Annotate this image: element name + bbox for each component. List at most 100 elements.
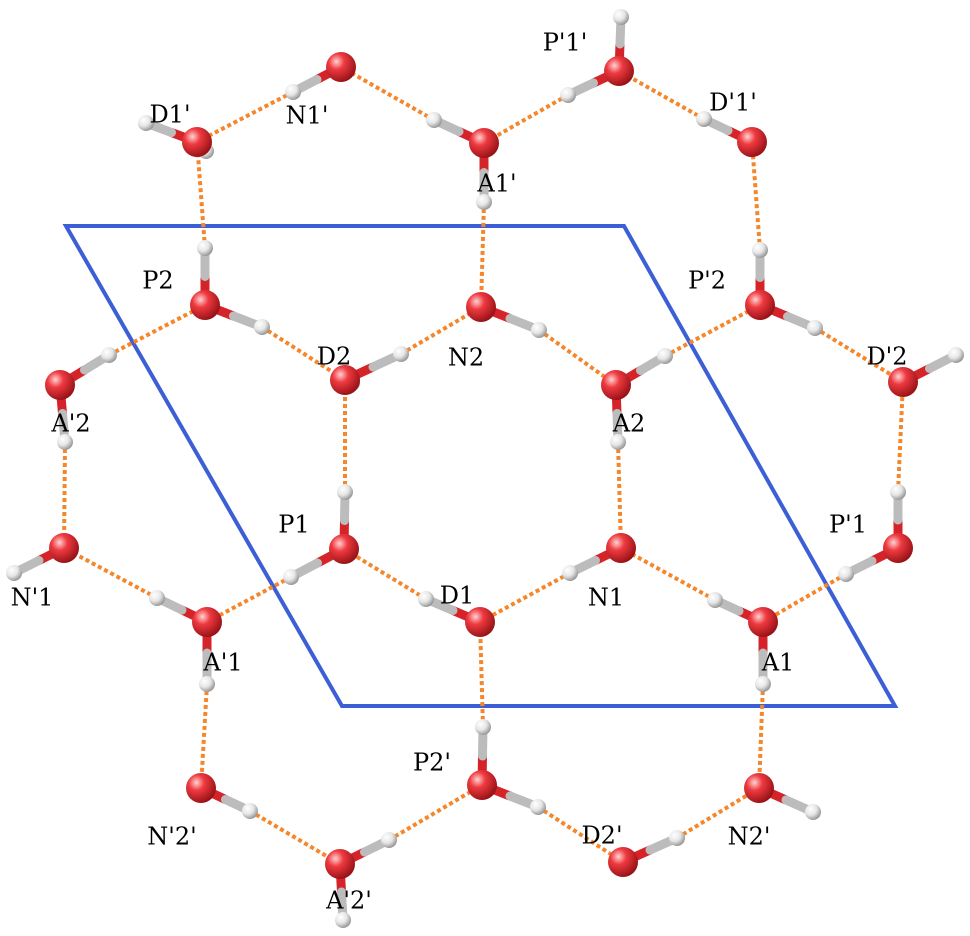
oxygen-atom — [465, 607, 495, 637]
water-molecule-a2 — [601, 348, 673, 450]
hydrogen-atom — [6, 565, 22, 581]
water-molecule-np2p — [186, 773, 258, 819]
oxygen-atom — [469, 128, 499, 158]
hydrogen-atom — [197, 240, 213, 256]
oxygen-atom — [737, 127, 767, 157]
water-molecule-a1p — [426, 112, 499, 210]
molecule-label-n2p: N2' — [728, 823, 771, 851]
molecule-label-d1: D1 — [440, 582, 475, 610]
water-molecule-dp1p — [696, 111, 767, 157]
molecule-label-np1: N'1 — [11, 584, 54, 612]
molecule-label-pp1p: P'1' — [543, 29, 588, 57]
hydrogen-atom — [138, 115, 154, 131]
water-molecule-ap2p — [325, 832, 397, 928]
water-molecule-pp1 — [838, 484, 913, 582]
unit-cell-layer — [62, 224, 899, 708]
hydrogen-bond-p2-d2 — [260, 325, 347, 382]
hydrogen-atom — [199, 676, 215, 692]
molecule-label-p2: P2 — [142, 267, 173, 295]
oxygen-atom — [186, 773, 216, 803]
molecule-label-n1: N1 — [588, 584, 624, 612]
water-molecule-d2 — [330, 346, 409, 395]
hydrogen-atom — [285, 84, 301, 100]
hydrogen-atom — [418, 591, 434, 607]
molecule-label-p1: P1 — [278, 511, 309, 539]
hydrogen-atom — [149, 590, 165, 606]
hydrogen-bond-p1-d1 — [342, 547, 428, 601]
hydrogen-atom — [807, 320, 823, 336]
hydrogen-bond-d1p-n1p — [196, 90, 294, 144]
oxygen-atom — [748, 607, 778, 637]
water-molecule-d1p — [138, 115, 214, 159]
hydrogen-atom — [610, 434, 626, 450]
hydrogen-atom — [283, 569, 299, 585]
molecule-label-pp2: P'2 — [688, 267, 726, 295]
water-molecule-a1 — [707, 592, 778, 692]
water-molecule-n1 — [562, 533, 636, 581]
water-molecule-pp2 — [745, 242, 823, 336]
hydrogen-atom — [381, 832, 397, 848]
hydrogen-atom — [101, 347, 117, 363]
molecule-label-d2p: D2' — [581, 822, 622, 850]
hydrogen-atom — [426, 112, 442, 128]
oxygen-atom — [190, 290, 220, 320]
hydrogen-bond-a1p-pp1p — [483, 93, 569, 145]
hydrogen-bond-n1p-a1p — [340, 65, 435, 122]
water-molecule-dp2 — [888, 347, 964, 397]
hydrogen-atom — [560, 87, 576, 103]
oxygen-atom — [45, 370, 75, 400]
unit-cell-outline — [62, 224, 899, 708]
hydrogen-bond-d1-n1 — [479, 571, 571, 624]
molecule-label-n2: N2 — [448, 344, 484, 372]
oxygen-atom — [467, 770, 497, 800]
label-layer: D1'N1'A1'P'1'D'1'P2N2P'2A'2D2A2D'2P1N1P'… — [11, 29, 908, 915]
hydrogen-bond-a2-pp2 — [664, 303, 761, 358]
hydrogen-atom — [657, 348, 673, 364]
hydrogen-bond-ap1-p1 — [206, 575, 292, 624]
hydrogen-atom — [242, 803, 258, 819]
hydrogen-bond-d1-p2p — [478, 621, 485, 728]
oxygen-atom — [49, 533, 79, 563]
hydrogen-atom — [838, 566, 854, 582]
molecule-layer — [6, 9, 964, 928]
molecule-label-np2p: N'2' — [147, 823, 196, 851]
hydrogen-bond-a1-n2p — [757, 683, 765, 789]
hydrogen-bond-np1-ap1 — [63, 546, 158, 600]
hydrogen-bond-dp1p-pp2 — [750, 141, 762, 251]
hydrogen-atom — [755, 676, 771, 692]
hydrogen-atom — [562, 565, 578, 581]
water-molecule-n2 — [466, 292, 547, 338]
hydrogen-bond-pp1p-dp1p — [618, 69, 705, 121]
oxygen-atom — [326, 52, 356, 82]
molecule-label-d1p: D1' — [149, 101, 190, 129]
hydrogen-bond-a1p-n2 — [479, 201, 486, 308]
hydrogen-bond-pp2-dp2 — [813, 326, 905, 384]
hydrogen-atom — [57, 434, 73, 450]
water-molecule-p2p — [467, 719, 546, 815]
hydrogen-bond-p2p-d2p — [536, 805, 625, 864]
hydrogen-bond-dp2-pp1 — [896, 381, 905, 493]
hydrogen-bond-ap1-np2p — [199, 683, 209, 789]
oxygen-atom — [601, 370, 631, 400]
molecule-label-a1: A1 — [761, 649, 795, 677]
hydrogen-bond-p2-ap2 — [108, 303, 206, 357]
oxygen-atom — [329, 534, 359, 564]
hydrogen-bond-d2p-n2p — [675, 786, 761, 840]
hydrogen-bond-np2p-ap2p — [248, 809, 342, 866]
molecule-label-p2p: P2' — [413, 749, 451, 777]
hydrogen-atom — [890, 484, 906, 500]
water-molecule-pp1p — [560, 9, 634, 103]
hydrogen-atom — [948, 347, 964, 363]
oxygen-atom — [325, 849, 355, 879]
hydrogen-atom — [393, 346, 409, 362]
hydrogen-atom — [254, 319, 270, 335]
hydrogen-atom — [335, 912, 351, 928]
molecule-label-pp1: P'1 — [829, 511, 867, 539]
molecule-label-a2: A2 — [612, 410, 646, 438]
hydrogen-atom — [475, 719, 491, 735]
hydrogen-atom — [613, 9, 629, 25]
water-molecule-p2 — [190, 240, 270, 335]
hydrogen-atom — [696, 111, 712, 127]
oxygen-atom — [192, 607, 222, 637]
